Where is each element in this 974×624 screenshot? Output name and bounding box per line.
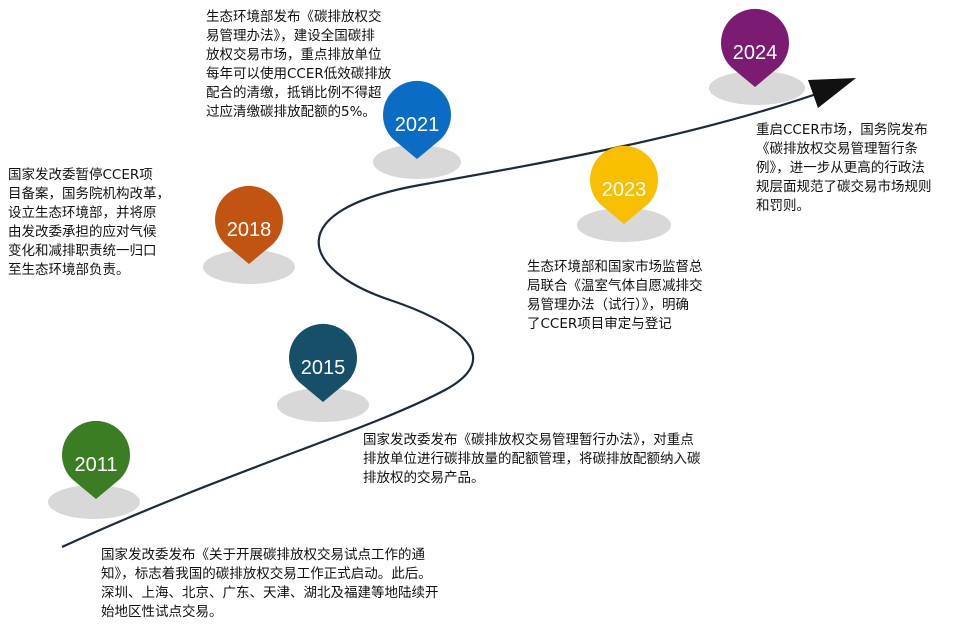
marker-2018: 2018 — [203, 185, 313, 292]
event-description-2018: 国家发改委暂停CCER项 目备案，国务院机构改革， 设立生态环境部，并将原 由发… — [8, 167, 170, 278]
year-label: 2018 — [226, 219, 272, 241]
event-description-2011: 国家发改委发布《关于开展碳排放权交易试点工作的通 知》，标志着我国的碳排放权交易… — [101, 547, 439, 620]
marker-2024: 2024 — [709, 8, 819, 115]
event-description-2023: 生态环境部和国家市场监督总 局联合《温室气体自愿减排交 易管理办法（试行）》，明… — [527, 259, 703, 332]
pin-icon — [721, 8, 789, 88]
marker-2023: 2023 — [577, 145, 688, 252]
pin-icon — [289, 323, 357, 402]
marker-shadow — [709, 71, 805, 105]
marker-shadow — [203, 250, 295, 284]
marker-shadow — [48, 485, 140, 519]
pin-icon — [215, 185, 283, 264]
marker-2015: 2015 — [277, 323, 387, 430]
pin-icon — [383, 80, 451, 159]
event-description-2024: 重启CCER市场，国务院发布 《碳排放权交易管理暂行条 例》，进一步从更高的行政… — [756, 122, 932, 214]
event-description-2021: 生态环境部发布《碳排放权交 易管理办法》，建设全国碳排 放权交易市场，重点排放单… — [206, 9, 392, 120]
marker-shadow — [577, 208, 671, 242]
year-label: 2021 — [394, 114, 440, 136]
marker-shadow — [373, 145, 461, 179]
year-label: 2023 — [601, 179, 647, 201]
year-label: 2015 — [300, 357, 346, 379]
year-label: 2024 — [732, 42, 778, 64]
pin-icon — [62, 420, 131, 499]
marker-2021: 2021 — [373, 80, 481, 187]
timeline-arrow-head — [808, 78, 856, 108]
year-label: 2011 — [74, 454, 118, 476]
event-description-2015: 国家发改委发布《碳排放权交易管理暂行办法》，对重点 排放单位进行碳排放量的配额管… — [363, 432, 701, 486]
marker-shadow — [277, 388, 369, 422]
pin-icon — [590, 145, 658, 224]
marker-2011: 2011 — [48, 420, 160, 527]
